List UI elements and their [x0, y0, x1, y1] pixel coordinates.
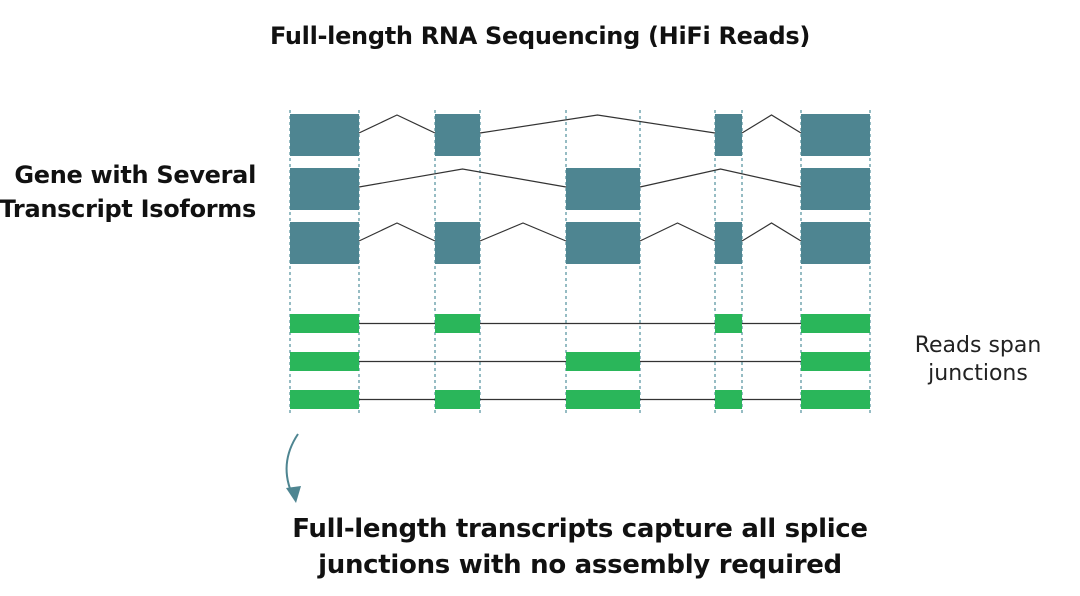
reads-span-label-line-2: junctions [928, 361, 1028, 386]
bottom-caption: Full-length transcripts capture all spli… [240, 511, 920, 583]
read-2 [290, 352, 870, 371]
isoform-3-exon-5 [801, 222, 870, 264]
read-3 [290, 390, 870, 409]
gene-isoforms-label: Gene with Several Transcript Isoforms [0, 158, 256, 226]
isoform-3-exon-2 [435, 222, 480, 264]
isoform-3 [290, 222, 870, 264]
gene-isoforms-label-line-2: Transcript Isoforms [0, 195, 256, 223]
read-tracks [290, 314, 870, 409]
isoform-2-exon-1 [290, 168, 359, 210]
isoform-1-intron-2 [479, 114, 716, 134]
isoform-2-intron-2 [639, 168, 802, 188]
isoform-3-intron-2 [479, 222, 567, 242]
isoform-1-intron-3 [741, 114, 802, 134]
read-1-segment-2 [435, 314, 480, 333]
isoform-3-intron-4 [741, 222, 802, 242]
read-1-segment-4 [715, 314, 742, 333]
isoform-2 [290, 168, 870, 210]
arrow-head-icon [286, 486, 301, 503]
read-3-segment-4 [715, 390, 742, 409]
isoform-2-exon-3 [566, 168, 640, 210]
read-3-segment-5 [801, 390, 870, 409]
reads-span-label-line-1: Reads span [914, 333, 1042, 358]
isoform-tracks [290, 114, 870, 264]
isoform-3-exon-4 [715, 222, 742, 264]
read-3-segment-3 [566, 390, 640, 409]
isoform-2-exon-5 [801, 168, 870, 210]
read-1-segment-5 [801, 314, 870, 333]
isoform-3-exon-1 [290, 222, 359, 264]
gene-isoforms-label-line-1: Gene with Several [14, 161, 256, 189]
read-2-segment-1 [290, 352, 359, 371]
bottom-caption-line-1: Full-length transcripts capture all spli… [292, 514, 868, 544]
read-2-segment-5 [801, 352, 870, 371]
isoform-1-exon-4 [715, 114, 742, 156]
isoform-1-exon-1 [290, 114, 359, 156]
read-2-segment-3 [566, 352, 640, 371]
isoform-2-intron-1 [358, 168, 567, 188]
isoform-1-intron-1 [358, 114, 436, 134]
isoform-1-exon-2 [435, 114, 480, 156]
isoform-3-intron-1 [358, 222, 436, 242]
reads-span-label: Reads span junctions [893, 332, 1063, 388]
read-1-segment-1 [290, 314, 359, 333]
isoform-1-exon-5 [801, 114, 870, 156]
diagram-title: Full-length RNA Sequencing (HiFi Reads) [269, 22, 811, 50]
isoform-3-exon-3 [566, 222, 640, 264]
bottom-caption-line-2: junctions with no assembly required [318, 550, 842, 580]
read-3-segment-2 [435, 390, 480, 409]
isoform-1 [290, 114, 870, 156]
read-3-segment-1 [290, 390, 359, 409]
read-1 [290, 314, 870, 333]
isoform-3-intron-3 [639, 222, 716, 242]
